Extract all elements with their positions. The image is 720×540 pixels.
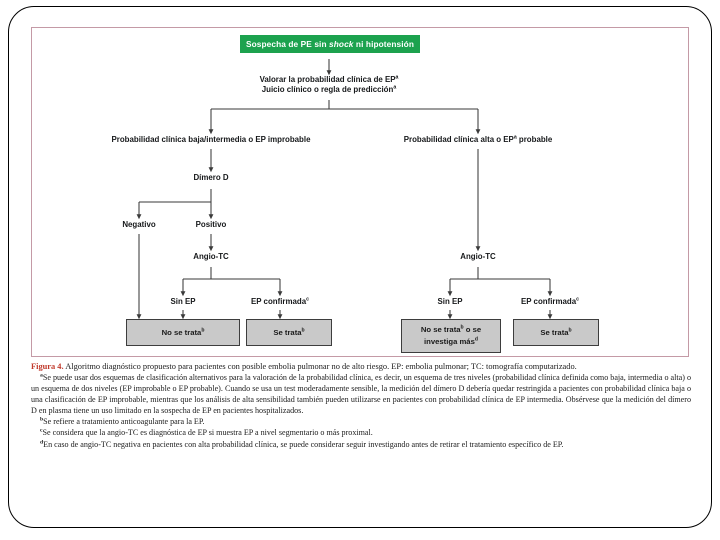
footnote-b-marker: b [40, 416, 44, 423]
assess-line-2: Juicio clínico o regla de prediccióna [261, 84, 397, 94]
footnote-d-marker: d [40, 439, 44, 446]
node-left-ep-confirmada: EP confirmadac [250, 296, 309, 306]
node-suspected-pe-banner: Sospecha de PE sin shock ni hipotensión [240, 35, 420, 53]
figure-panel-border [31, 27, 689, 357]
node-branch-low-intermediate: Probabilidad clínica baja/intermedia o E… [111, 135, 311, 144]
node-angio-tc-left: Angio-TC [193, 252, 229, 261]
footnote-a: aSe puede usar dos esquemas de clasifica… [31, 373, 691, 417]
footnote-b-text: Se refiere a tratamiento anticoagulante … [43, 417, 205, 427]
outcome-box-no-treat-left: No se tratab [126, 319, 240, 346]
outcome-box-no-treat-or-investigate-right: No se tratab o se investiga másd [401, 319, 501, 353]
figure-caption-block: Figura 4. Algoritmo diagnóstico propuest… [31, 361, 691, 451]
node-assess-clinical-probability: Valorar la probabilidad clínica de EPa J… [229, 75, 429, 95]
footnote-c: cSe considera que la angio-TC es diagnós… [31, 428, 691, 439]
figure-caption-main: Figura 4. Algoritmo diagnóstico propuest… [31, 361, 691, 372]
footnote-a-marker: a [40, 372, 43, 379]
figure-caption-text: Algoritmo diagnóstico propuesto para pac… [63, 362, 577, 371]
assess-line-1: Valorar la probabilidad clínica de EPa [259, 74, 399, 84]
outcome-right-line-2: investiga másd [424, 336, 478, 346]
node-branch-high-probable: Probabilidad clínica alta o EPa probable [403, 134, 553, 144]
node-right-ep-confirmada: EP confirmadac [520, 296, 579, 306]
node-dimer-negative: Negativo [122, 220, 156, 229]
outcome-no-treat-left-text: No se tratab [161, 327, 205, 337]
footnote-c-text: Se considera que la angio-TC es diagnóst… [42, 428, 373, 438]
node-right-sin-ep: Sin EP [437, 297, 463, 306]
footnote-d-text: En caso de angio-TC negativa en paciente… [43, 439, 564, 449]
outcome-treat-left-text: Se tratab [273, 327, 305, 337]
outcome-right-line-1: No se tratab o se [420, 324, 482, 335]
figure-number-label: Figura 4. [31, 362, 64, 371]
node-angio-tc-right: Angio-TC [460, 252, 496, 261]
outcome-box-treat-right: Se tratab [513, 319, 599, 346]
flowchart: Sospecha de PE sin shock ni hipotensión … [31, 27, 689, 359]
flowchart-connectors [136, 59, 553, 320]
footnote-b: bSe refiere a tratamiento anticoagulante… [31, 417, 691, 428]
outcome-box-treat-left: Se tratab [246, 319, 332, 346]
banner-text: Sospecha de PE sin shock ni hipotensión [245, 39, 415, 49]
footnote-a-text: Se puede usar dos esquemas de clasificac… [31, 373, 691, 415]
node-left-sin-ep: Sin EP [170, 297, 196, 306]
footnote-d: dEn caso de angio-TC negativa en pacient… [31, 439, 691, 451]
footnote-c-marker: c [40, 427, 43, 434]
outcome-treat-right-text: Se tratab [540, 327, 572, 337]
node-dimer-positive: Positivo [195, 220, 227, 229]
node-dimero-d: Dímero D [193, 173, 229, 182]
